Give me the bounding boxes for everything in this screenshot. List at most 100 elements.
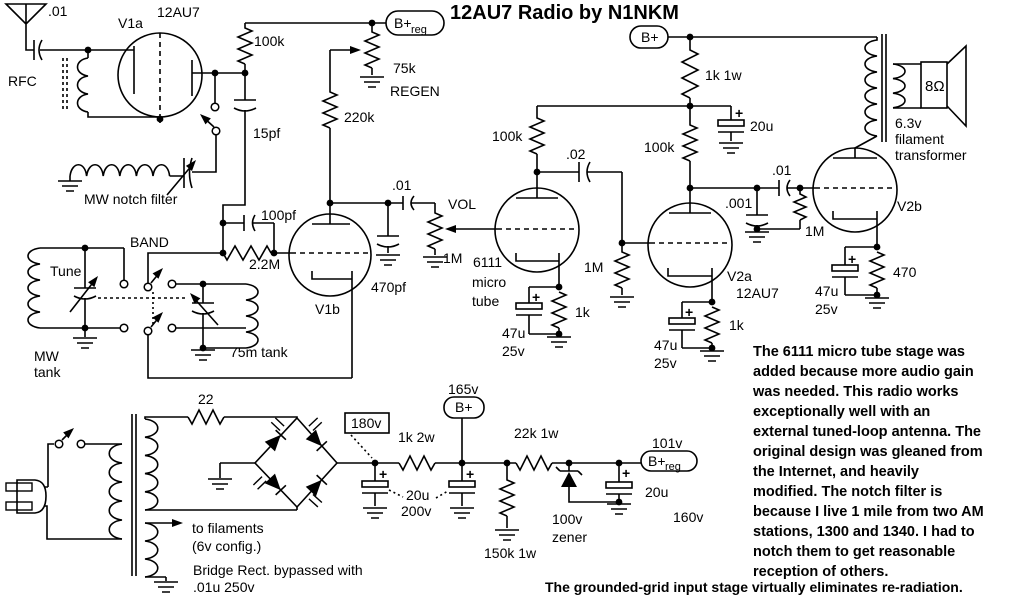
note-line: original design was gleaned from bbox=[753, 444, 983, 460]
label-r-75k: 75k bbox=[393, 60, 417, 76]
note-line: because I live 1 mile from two AM bbox=[753, 504, 984, 520]
label-c-20u-top: 20u bbox=[750, 118, 773, 134]
label-c-20u-out: 20u bbox=[645, 484, 668, 500]
ac-plug bbox=[5, 443, 122, 540]
label-c-25v-6111: 25v bbox=[502, 343, 525, 359]
cathode-v2b bbox=[831, 246, 890, 309]
note-line: added because more audio gain bbox=[753, 364, 974, 380]
label-mw-tank-1: MW bbox=[34, 348, 60, 364]
mw-tank bbox=[27, 247, 125, 349]
note-line: exceptionally well with an bbox=[753, 404, 930, 420]
label-6111-3: tube bbox=[472, 293, 499, 309]
notes-paragraph: The 6111 micro tube stage was added beca… bbox=[545, 344, 984, 595]
label-75m-tank: 75m tank bbox=[230, 344, 289, 360]
label-zener-100v: 100v bbox=[552, 511, 582, 527]
label-6111-2: micro bbox=[472, 274, 506, 290]
note-line: reception of others. bbox=[753, 564, 888, 580]
note-line: The 6111 micro tube stage was bbox=[753, 344, 965, 360]
label-r-1m-v2a: 1M bbox=[584, 259, 603, 275]
label-vol: VOL bbox=[448, 196, 476, 212]
cap-15pf bbox=[222, 73, 257, 253]
label-breg-top: B+ bbox=[394, 15, 412, 31]
dc-rail bbox=[337, 396, 698, 541]
label-c-47u-6111: 47u bbox=[502, 325, 525, 341]
label-r-22: 22 bbox=[198, 391, 214, 407]
cap-01-v1b-out bbox=[402, 195, 435, 211]
label-c-47u-v2a: 47u bbox=[654, 337, 677, 353]
note-line: notch them to get reasonable bbox=[753, 544, 955, 560]
note-line: stations, 1300 and 1340. I had to bbox=[753, 524, 975, 540]
label-c-001: .001 bbox=[725, 195, 752, 211]
tube-v2b bbox=[812, 135, 898, 247]
power-switch bbox=[54, 425, 122, 449]
plate-load-v2a bbox=[680, 106, 700, 188]
label-r-100k-6111: 100k bbox=[492, 128, 523, 144]
label-mw-tank-2: tank bbox=[34, 364, 61, 380]
note-line: was needed. This radio works bbox=[752, 384, 958, 400]
label-r-220k: 220k bbox=[344, 109, 375, 125]
label-v2a-type: 12AU7 bbox=[736, 285, 779, 301]
label-c-15pf: 15pf bbox=[253, 125, 280, 141]
cathode-v2a bbox=[668, 301, 725, 362]
label-c-20u-ps: 20u bbox=[406, 487, 429, 503]
page-title: 12AU7 Radio by N1NKM bbox=[450, 2, 679, 24]
antenna bbox=[4, 3, 134, 61]
plus-sign: + bbox=[848, 251, 856, 267]
label-tune: Tune bbox=[50, 263, 82, 279]
label-c-01-v2a: .01 bbox=[772, 162, 792, 178]
label-breg-ps-sub: reg bbox=[665, 461, 681, 473]
plus-sign: + bbox=[466, 466, 474, 482]
label-ot-3: transformer bbox=[895, 147, 967, 163]
label-ot-2: filament bbox=[895, 131, 944, 147]
note-line: the Internet, and heavily bbox=[753, 464, 919, 480]
label-r-150k: 150k 1w bbox=[484, 545, 537, 561]
label-c-01-v1b: .01 bbox=[392, 177, 412, 193]
cap-470pf bbox=[375, 203, 401, 266]
grid-resistor-v2a bbox=[609, 242, 650, 308]
note-line: modified. The notch filter is bbox=[753, 484, 942, 500]
resistor-100k-v1a bbox=[235, 23, 255, 73]
label-c-25v-v2b: 25v bbox=[815, 301, 838, 317]
label-v1b: V1b bbox=[315, 301, 340, 317]
label-r-1k1w: 1k 1w bbox=[705, 67, 742, 83]
volume-pot bbox=[422, 203, 497, 268]
75m-tank bbox=[176, 283, 259, 361]
label-regen: REGEN bbox=[390, 83, 440, 99]
label-v2b: V2b bbox=[897, 198, 922, 214]
label-c-02: .02 bbox=[566, 146, 586, 162]
label-r-2-2m: 2.2M bbox=[249, 256, 280, 272]
label-c-470pf: 470pf bbox=[371, 279, 406, 295]
label-180v: 180v bbox=[351, 415, 381, 431]
label-c-47u-v2b: 47u bbox=[815, 283, 838, 299]
tube-v1b bbox=[288, 202, 403, 378]
notch-filter bbox=[57, 73, 221, 196]
label-bridge-note-2: .01u 250v bbox=[193, 579, 255, 595]
label-bridge-note-1: Bridge Rect. bypassed with bbox=[193, 562, 363, 578]
label-breg-top-sub: reg bbox=[411, 24, 427, 36]
label-6111-1: 6111 bbox=[473, 254, 502, 270]
label-r-1k-6111: 1k bbox=[575, 304, 591, 320]
label-ant-cap: .01 bbox=[48, 3, 68, 19]
label-r-1k-v2a: 1k bbox=[729, 317, 745, 333]
label-r-470: 470 bbox=[893, 264, 917, 280]
label-165v: 165v bbox=[448, 381, 478, 397]
label-speaker-8ohm: 8Ω bbox=[925, 78, 945, 95]
band-switch bbox=[98, 252, 352, 379]
tube-v1a bbox=[117, 32, 245, 118]
label-c-160v-out: 160v bbox=[673, 509, 703, 525]
label-101v: 101v bbox=[652, 435, 682, 451]
plus-sign: + bbox=[532, 289, 540, 305]
plus-sign: + bbox=[379, 466, 387, 482]
label-zener: zener bbox=[552, 529, 587, 545]
note-line: external tuned-loop antenna. The bbox=[753, 424, 981, 440]
label-vol-1m: 1M bbox=[443, 250, 462, 266]
label-band: BAND bbox=[130, 234, 169, 250]
tube-6111 bbox=[494, 172, 580, 287]
label-v1a-type: 12AU7 bbox=[157, 4, 200, 20]
label-r-1k2w: 1k 2w bbox=[398, 429, 435, 445]
output-transformer-speaker bbox=[864, 34, 967, 142]
label-c-25v-v2a: 25v bbox=[654, 355, 677, 371]
label-r-100k-v1a: 100k bbox=[254, 33, 285, 49]
plus-sign: + bbox=[685, 304, 693, 320]
